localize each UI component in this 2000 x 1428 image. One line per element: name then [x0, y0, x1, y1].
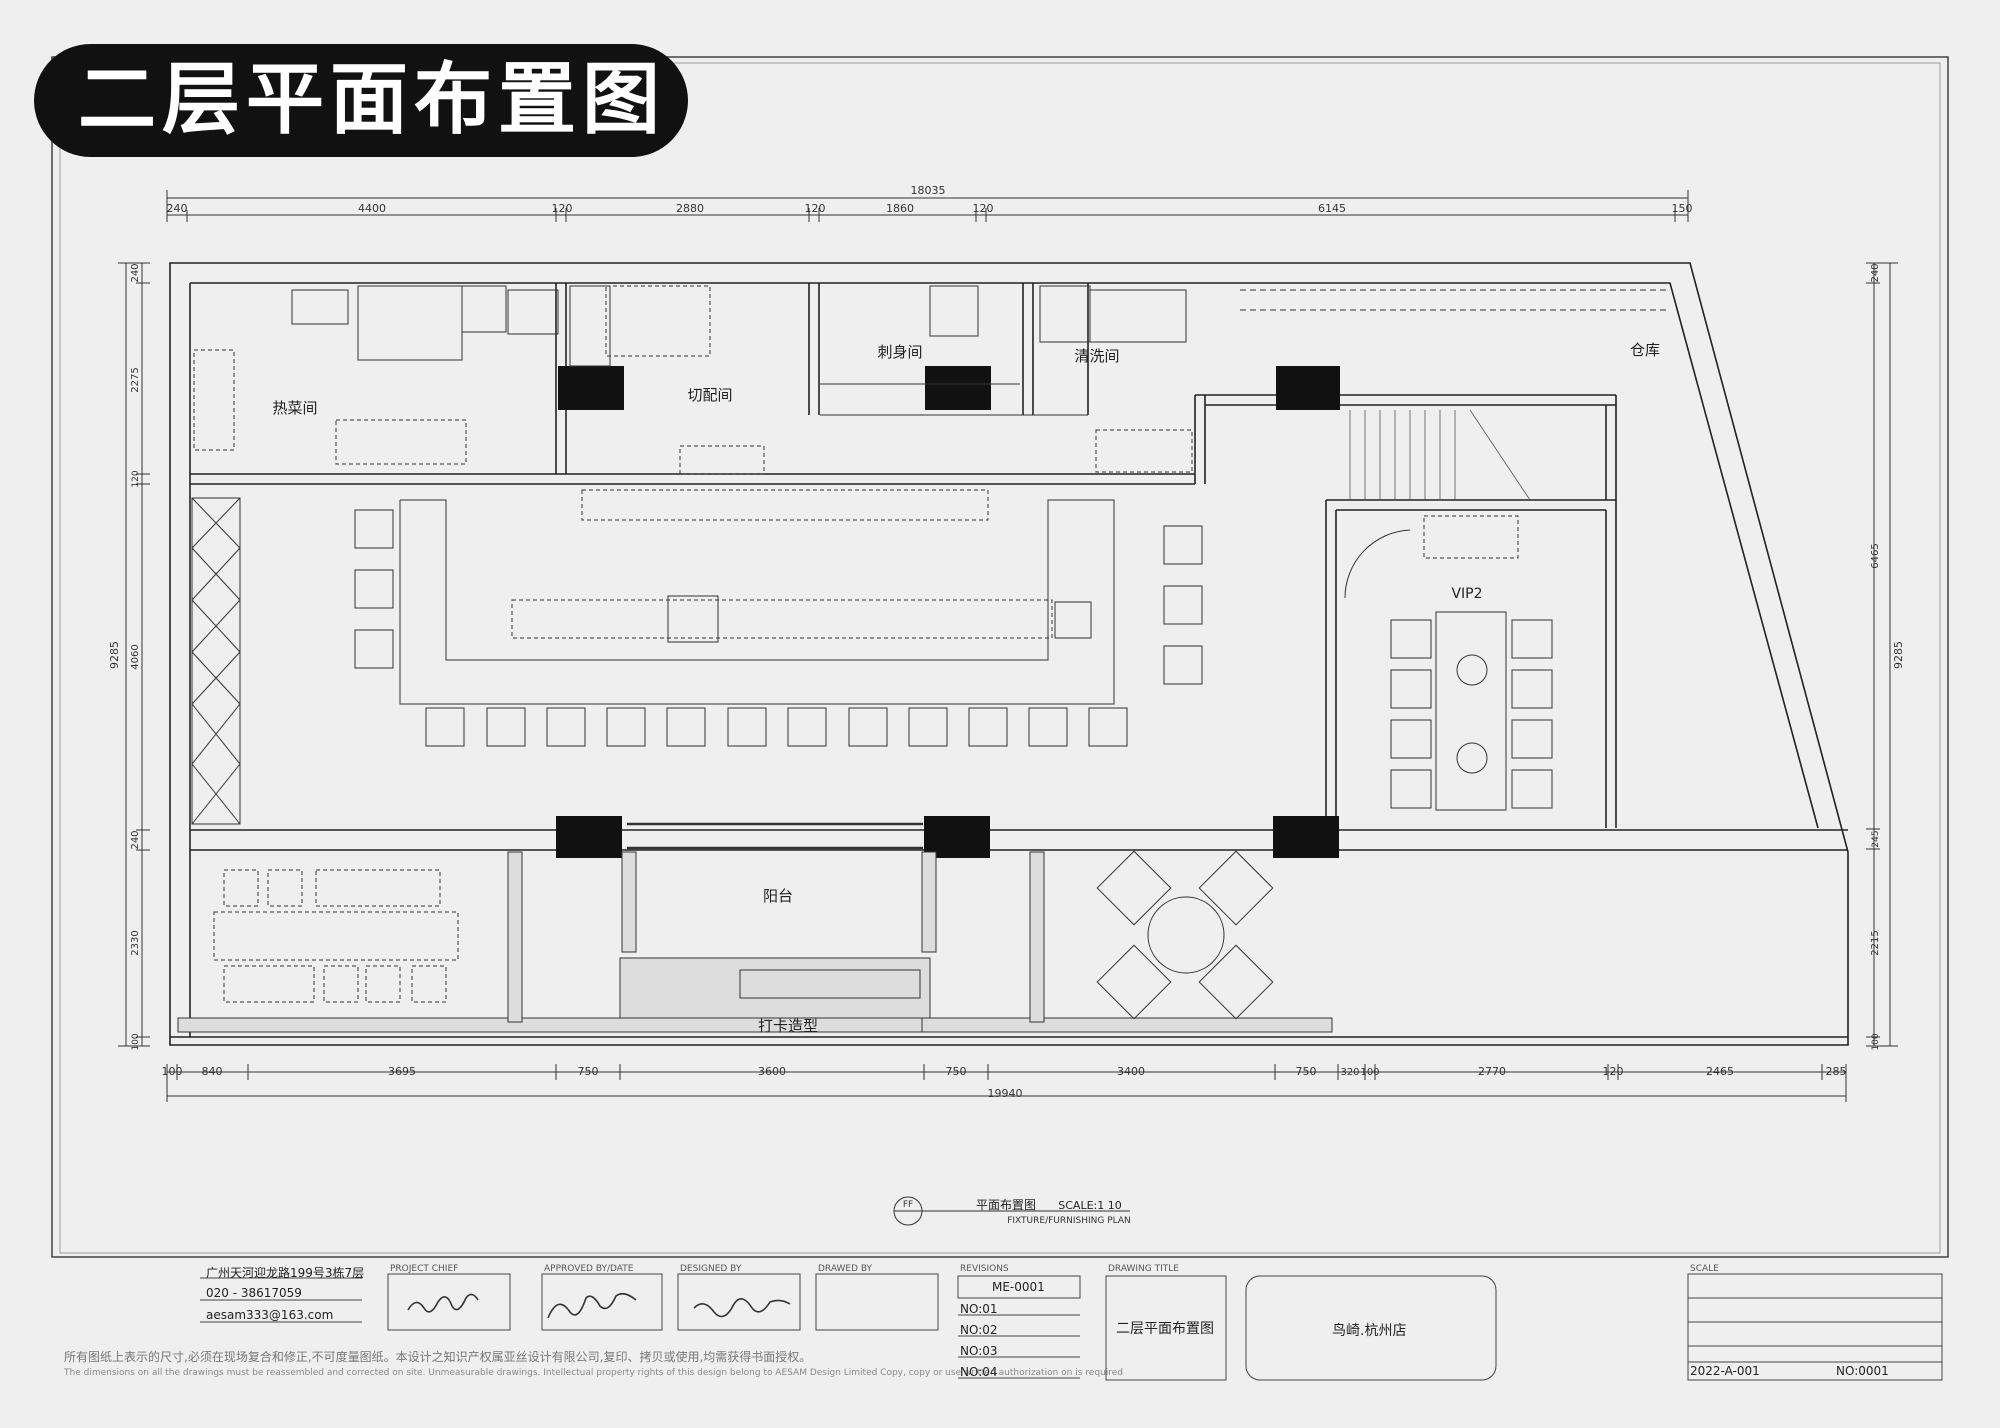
notice-chinese: 所有图纸上表示的尺寸,必须在现场复合和修正,不可度量图纸。本设计之知识产权属亚丝… [64, 1350, 812, 1364]
dim-left-seg: 100 [131, 1033, 141, 1050]
room-label-vip2: VIP2 [1451, 586, 1482, 602]
scale-label: SCALE [1690, 1264, 1719, 1274]
signature-approved [547, 1292, 637, 1319]
dim-top-seg: 150 [1672, 202, 1693, 215]
dim-bottom-seg: 750 [1296, 1065, 1317, 1078]
dim-left-seg: 2275 [130, 367, 141, 392]
dim-right-total: 9285 [1892, 641, 1905, 669]
dim-top-seg: 120 [805, 202, 826, 215]
dim-bottom-seg: 100 [162, 1065, 183, 1078]
designed-label: DESIGNED BY [680, 1264, 742, 1274]
dim-right-seg: 2215 [1870, 930, 1881, 955]
dim-bottom-seg: 120 [1603, 1065, 1624, 1078]
dim-left-seg: 240 [130, 263, 141, 282]
dim-top-seg: 4400 [358, 202, 386, 215]
room-label-prep: 切配间 [687, 386, 732, 404]
dim-bottom-seg: 3695 [388, 1065, 416, 1078]
plan-symbol: FF [903, 1200, 913, 1210]
left-dimensions [118, 262, 150, 1047]
room-label-feature: 打卡造型 [758, 1017, 818, 1035]
revision-row: NO:03 [960, 1344, 998, 1358]
title-block [200, 1273, 1943, 1381]
dim-top-seg: 6145 [1318, 202, 1346, 215]
revision-row: NO:01 [960, 1302, 998, 1316]
drawn-label: DRAWED BY [818, 1264, 873, 1274]
drawing-title: 二层平面布置图 [1116, 1321, 1214, 1337]
dim-right-seg: 240 [1870, 263, 1881, 282]
dim-bottom-seg: 750 [578, 1065, 599, 1078]
company-address: 广州天河迎龙路199号3栋7层 [206, 1266, 365, 1280]
dim-bottom-seg: 320 [1340, 1067, 1359, 1078]
bar-stools [354, 509, 1203, 747]
dim-top-total: 18035 [911, 184, 946, 197]
dim-top-seg: 120 [973, 202, 994, 215]
approved-label: APPROVED BY/DATE [544, 1264, 634, 1274]
room-label-hot-kitchen: 热菜间 [272, 399, 317, 417]
dim-bottom-total: 19940 [988, 1087, 1023, 1100]
dim-left-seg: 120 [131, 470, 141, 487]
top-dimensions [166, 190, 1689, 222]
dim-bottom-seg: 3600 [758, 1065, 786, 1078]
vip-table-set [1344, 515, 1553, 811]
building-walls [169, 262, 1849, 1046]
plan-caption-subtitle: FIXTURE/FURNISHING PLAN [1007, 1216, 1131, 1226]
structural-columns [556, 366, 1340, 858]
company-phone: 020 - 38617059 [206, 1286, 302, 1300]
dim-bottom-seg: 100 [1360, 1067, 1379, 1078]
dim-bottom-seg: 2770 [1478, 1065, 1506, 1078]
revision-code: ME-0001 [992, 1280, 1045, 1294]
dim-top-seg: 2880 [676, 202, 704, 215]
drawing-title-label: DRAWING TITLE [1108, 1264, 1179, 1274]
dim-right-seg: 100 [1871, 1033, 1881, 1050]
dim-left-seg: 2330 [130, 930, 141, 955]
project-chief-label: PROJECT CHIEF [390, 1264, 459, 1274]
dim-bottom-seg: 285 [1826, 1065, 1847, 1078]
bar-counter [399, 489, 1115, 705]
dim-top-seg: 240 [167, 202, 188, 215]
pebble-planters [177, 851, 1333, 1033]
dim-bottom-seg: 3400 [1117, 1065, 1145, 1078]
dim-top-seg: 120 [552, 202, 573, 215]
company-email: aesam333@163.com [206, 1308, 334, 1322]
drawing-frame-inner [59, 62, 1941, 1254]
wall-shelving [191, 497, 241, 825]
dim-left-seg: 4060 [130, 644, 141, 669]
signature-designed [693, 1298, 791, 1318]
drawing-number: 2022-A-001 [1690, 1364, 1760, 1378]
staircase [1349, 409, 1531, 501]
sheet-number: NO:0001 [1836, 1364, 1889, 1378]
room-label-sashimi: 刺身间 [877, 343, 922, 361]
room-label-wash: 清洗间 [1074, 347, 1119, 365]
dim-right-seg: 245 [1871, 830, 1881, 847]
project-name: 鸟崎.杭州店 [1332, 1323, 1407, 1339]
page-title: 二层平面布置图 [78, 55, 667, 145]
dim-top-seg: 1860 [886, 202, 914, 215]
title-pill [34, 44, 688, 157]
terrace-furniture [213, 822, 1274, 1020]
dim-left-seg: 240 [130, 830, 141, 849]
drawing-frame [51, 56, 1949, 1258]
right-dimensions [1866, 262, 1898, 1047]
dim-bottom-seg: 840 [202, 1065, 223, 1078]
plan-caption-title: 平面布置图 [976, 1198, 1036, 1212]
dim-left-total: 9285 [108, 641, 121, 669]
room-label-storage: 仓库 [1630, 341, 1660, 359]
revisions-label: REVISIONS [960, 1264, 1009, 1274]
room-label-balcony: 阳台 [763, 887, 793, 905]
notice-english: The dimensions on all the drawings must … [64, 1368, 1123, 1378]
bottom-dimensions [166, 1064, 1847, 1102]
kitchen-equipment [193, 285, 1670, 475]
plan-caption-scale: SCALE:1 10 [1058, 1199, 1121, 1212]
revision-row: NO:02 [960, 1323, 998, 1337]
dim-right-seg: 6465 [1870, 543, 1881, 568]
dim-bottom-seg: 2465 [1706, 1065, 1734, 1078]
revision-row: NO:04 [960, 1365, 998, 1379]
dim-bottom-seg: 750 [946, 1065, 967, 1078]
signature-project-chief [407, 1293, 479, 1313]
